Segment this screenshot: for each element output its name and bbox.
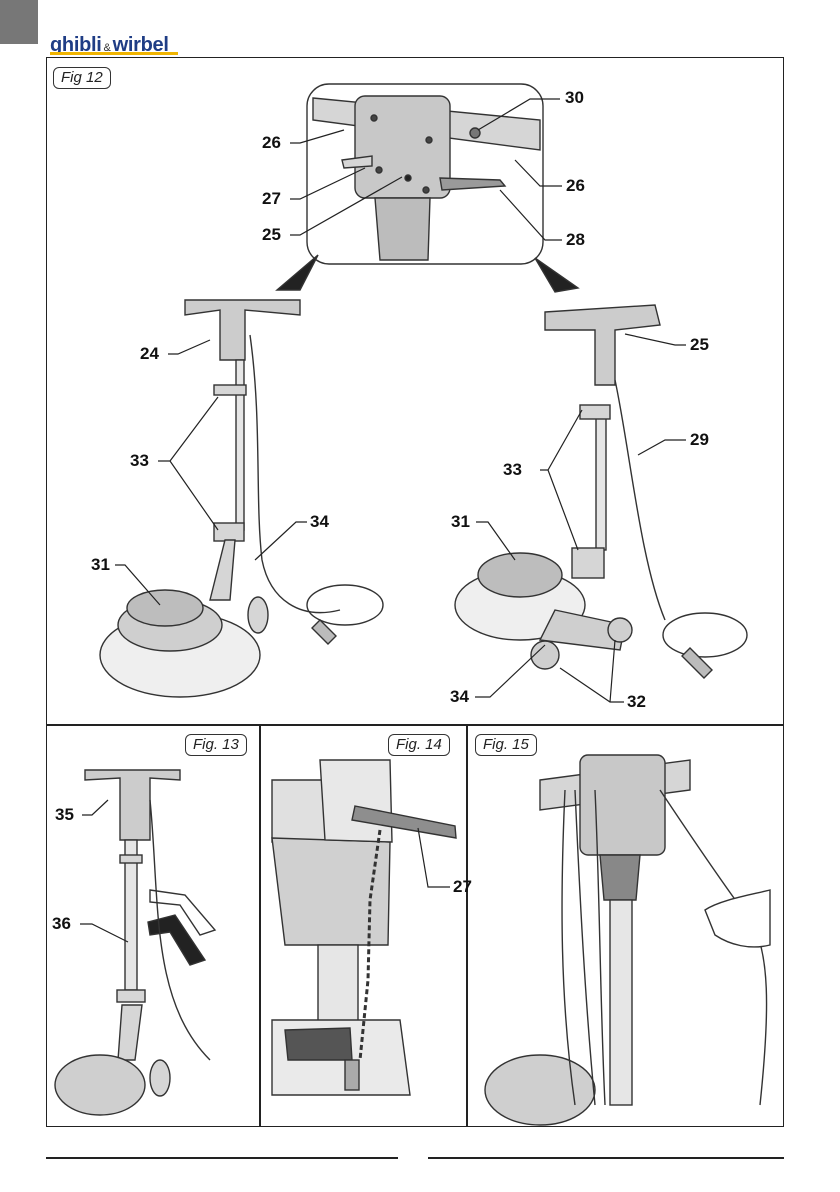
callout-26-left: 26	[262, 133, 281, 153]
callout-36: 36	[52, 914, 71, 934]
callout-33-left: 33	[130, 451, 149, 471]
callout-28: 28	[566, 230, 585, 250]
callout-31-right: 31	[451, 512, 470, 532]
footer-rule-right	[428, 1157, 784, 1159]
callout-24: 24	[140, 344, 159, 364]
callout-29: 29	[690, 430, 709, 450]
figure-label-14: Fig. 14	[388, 734, 450, 756]
figure-label-15: Fig. 15	[475, 734, 537, 756]
callout-34-right: 34	[450, 687, 469, 707]
callout-30: 30	[565, 88, 584, 108]
callout-31-left: 31	[91, 555, 110, 575]
handle-detail-inset	[307, 84, 543, 264]
fig14-illustration	[272, 760, 456, 1095]
callout-33-right: 33	[503, 460, 522, 480]
figure-label-13: Fig. 13	[185, 734, 247, 756]
figure-label-12: Fig 12	[53, 67, 111, 89]
callout-32: 32	[627, 692, 646, 712]
floor-machine-right	[455, 305, 747, 678]
callout-27-fig14: 27	[453, 877, 472, 897]
callout-34-left: 34	[310, 512, 329, 532]
callout-25-inset: 25	[262, 225, 281, 245]
callout-27: 27	[262, 189, 281, 209]
callout-26-right: 26	[566, 176, 585, 196]
footer-rule-left	[46, 1157, 398, 1159]
fig15-illustration	[485, 755, 770, 1125]
callout-35: 35	[55, 805, 74, 825]
callout-25-right: 25	[690, 335, 709, 355]
inset-pointer-left	[277, 255, 318, 290]
inset-pointer-right	[535, 258, 578, 292]
fig13-illustration	[55, 770, 215, 1115]
